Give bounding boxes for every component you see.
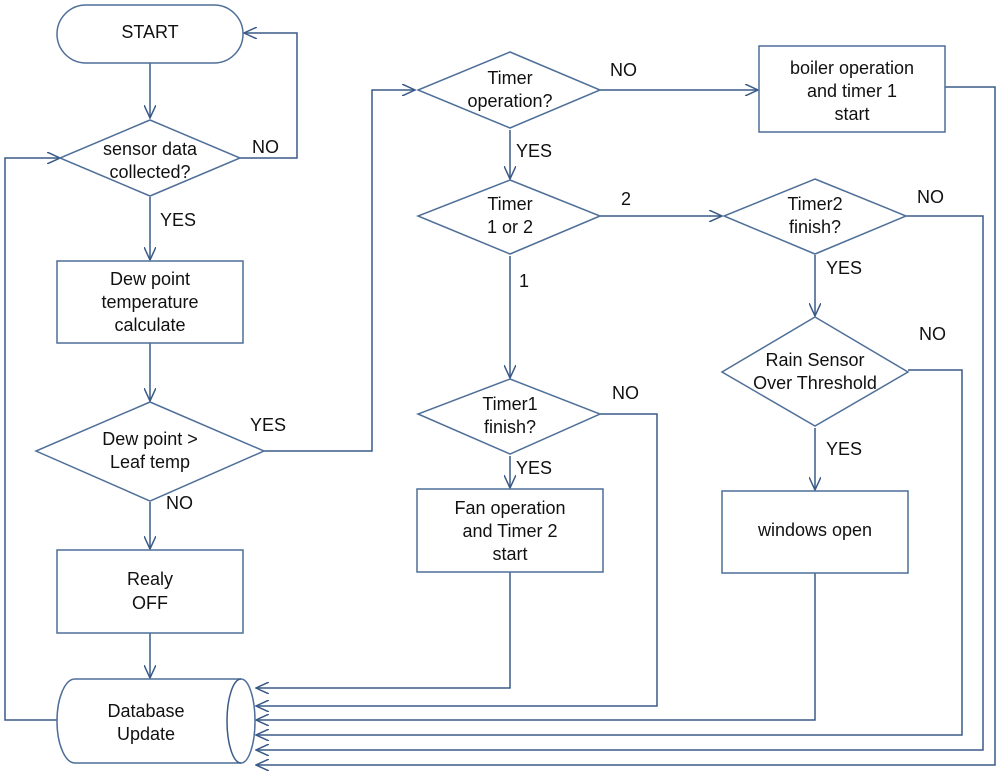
node-fan-text-2: and Timer 2 — [462, 521, 557, 541]
node-sensor-text-2: collected? — [109, 162, 190, 182]
node-start: START — [56, 4, 244, 64]
node-timer-op-text-2: operation? — [467, 91, 552, 111]
node-dew-calc: Dew point temperature calculate — [56, 260, 244, 344]
node-dew-compare-text-1: Dew point > — [102, 429, 198, 449]
node-timer-operation-decision: Timer operation? — [416, 51, 602, 129]
node-database-text-2: Update — [117, 724, 175, 744]
edge-windows-to-db — [256, 573, 816, 720]
label-dew-no: NO — [166, 493, 193, 513]
label-timer2-yes: YES — [826, 258, 862, 278]
node-fan-text-1: Fan operation — [454, 498, 565, 518]
label-timer1-no: NO — [612, 383, 639, 403]
label-timer-op-yes: YES — [516, 141, 552, 161]
node-dew-compare-decision: Dew point > Leaf temp — [34, 401, 266, 502]
node-timer1fin-text-2: finish? — [484, 417, 536, 437]
label-sensor-yes: YES — [160, 210, 196, 230]
node-windows-open: windows open — [721, 490, 909, 574]
edge-sensor-no-loop — [240, 33, 298, 159]
node-dew-calc-text-3: calculate — [114, 315, 185, 335]
edge-db-loop-to-sensor — [4, 158, 60, 721]
label-timer12-2: 2 — [621, 189, 631, 209]
node-timer12-text-1: Timer — [487, 194, 532, 214]
node-relay-text-2: OFF — [132, 593, 168, 613]
edge-fan-to-db — [256, 572, 511, 688]
label-rain-yes: YES — [826, 439, 862, 459]
connectors — [4, 33, 996, 765]
node-rain-sensor-decision: Rain Sensor Over Threshold — [720, 316, 910, 427]
node-dew-calc-text-1: Dew point — [110, 269, 190, 289]
node-dew-calc-text-2: temperature — [101, 292, 198, 312]
edge-timer1-no-to-db — [256, 413, 658, 706]
node-boiler-text-2: and timer 1 — [807, 81, 897, 101]
edge-labels: NO YES YES NO NO YES 2 1 NO YES NO YES N… — [160, 60, 946, 513]
label-rain-no: NO — [919, 324, 946, 344]
edge-timer2-no-to-db — [256, 215, 984, 750]
node-windows-text: windows open — [757, 520, 872, 540]
label-timer-op-no: NO — [610, 60, 637, 80]
node-relay-text-1: Realy — [127, 569, 173, 589]
node-fan-operation: Fan operation and Timer 2 start — [416, 488, 604, 573]
node-timer-op-text-1: Timer — [487, 68, 532, 88]
node-sensor-decision: sensor data collected? — [58, 119, 242, 197]
node-start-text: START — [121, 22, 178, 42]
node-timer1fin-text-1: Timer1 — [482, 394, 537, 414]
node-boiler-text-1: boiler operation — [790, 58, 914, 78]
edge-dewcmp-yes-to-timerop — [264, 90, 415, 452]
node-dew-compare-text-2: Leaf temp — [110, 452, 190, 472]
node-timer2-finish-decision: Timer2 finish? — [722, 178, 908, 255]
node-sensor-text-1: sensor data — [103, 139, 198, 159]
label-sensor-no: NO — [252, 137, 279, 157]
node-timer2fin-text-1: Timer2 — [787, 194, 842, 214]
label-timer1-yes: YES — [516, 458, 552, 478]
node-timer12-text-2: 1 or 2 — [487, 217, 533, 237]
node-boiler-text-3: start — [834, 104, 869, 124]
node-timer-1-or-2-decision: Timer 1 or 2 — [415, 179, 602, 255]
node-boiler-operation: boiler operation and timer 1 start — [758, 45, 946, 133]
node-timer2fin-text-2: finish? — [789, 217, 841, 237]
label-timer12-1: 1 — [519, 271, 529, 291]
edge-rain-no-to-db — [256, 369, 963, 735]
node-database-update: Database Update — [56, 678, 256, 764]
node-rain-text-1: Rain Sensor — [765, 350, 864, 370]
node-database-text-1: Database — [107, 701, 184, 721]
edge-boiler-to-db — [256, 86, 996, 765]
label-timer2-no: NO — [917, 187, 944, 207]
node-fan-text-3: start — [492, 544, 527, 564]
node-timer1-finish-decision: Timer1 finish? — [416, 378, 602, 455]
node-rain-text-2: Over Threshold — [753, 373, 877, 393]
node-relay-off: Realy OFF — [56, 549, 244, 634]
label-dew-yes: YES — [250, 415, 286, 435]
